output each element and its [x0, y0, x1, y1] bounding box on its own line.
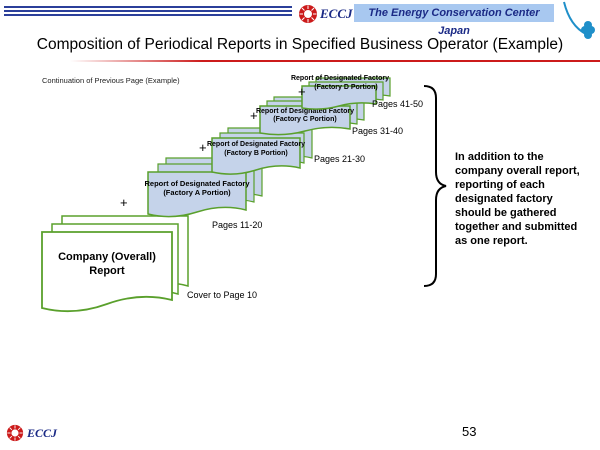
- factory-d-label-line2: (Factory D Portion): [314, 84, 377, 91]
- plus-sign-b: +: [199, 140, 207, 155]
- factory-a-label-line1: Report of Designated Factory: [144, 179, 250, 188]
- company-report-label-line1: Company (Overall): [58, 251, 156, 263]
- right-curly-brace: [423, 85, 447, 287]
- header-rule-lines: [4, 6, 292, 18]
- callout-text: In addition to the company overall repor…: [455, 151, 580, 247]
- plus-sign-d: +: [298, 84, 306, 99]
- footer-sun-logo-icon: [6, 424, 24, 442]
- factory-d-report-stack: [301, 77, 391, 110]
- factory-d-pages: Pages 41-50: [372, 99, 423, 109]
- factory-a-pages: Pages 11-20: [212, 220, 262, 230]
- organization-name-banner: The Energy Conservation Center Japan: [354, 4, 554, 37]
- factory-c-label-line1: Report of Designated Factory: [256, 108, 354, 115]
- factory-c-label-line2: (Factory C Portion): [273, 116, 336, 123]
- factory-b-report-stack: [211, 127, 313, 175]
- company-report-stack: [41, 215, 189, 313]
- factory-a-label-line2: (Factory A Portion): [163, 188, 231, 197]
- company-report-pages: Cover to Page 10: [187, 290, 257, 300]
- slide-title: Composition of Periodical Reports in Spe…: [36, 36, 564, 53]
- title-underline: [70, 60, 600, 62]
- continuation-note: Continuation of Previous Page (Example): [42, 76, 180, 85]
- eccj-sun-logo-icon: [299, 5, 317, 23]
- factory-d-label-line1: Report of Designated Factory: [291, 75, 389, 82]
- clover-brand-icon: [563, 1, 595, 39]
- factory-c-pages: Pages 31-40: [352, 126, 403, 136]
- plus-sign-a: +: [120, 195, 128, 210]
- factory-b-pages: Pages 21-30: [314, 154, 365, 164]
- factory-b-label-line1: Report of Designated Factory: [207, 141, 305, 148]
- factory-a-report-stack: [147, 157, 263, 218]
- factory-b-label-line2: (Factory B Portion): [224, 150, 287, 157]
- page-number: 53: [462, 424, 477, 439]
- header-logo-text: ECCJ: [320, 6, 353, 21]
- footer-logo-text: ECCJ: [27, 426, 58, 440]
- plus-sign-c: +: [250, 108, 258, 123]
- company-report-label-line2: Report: [89, 265, 125, 277]
